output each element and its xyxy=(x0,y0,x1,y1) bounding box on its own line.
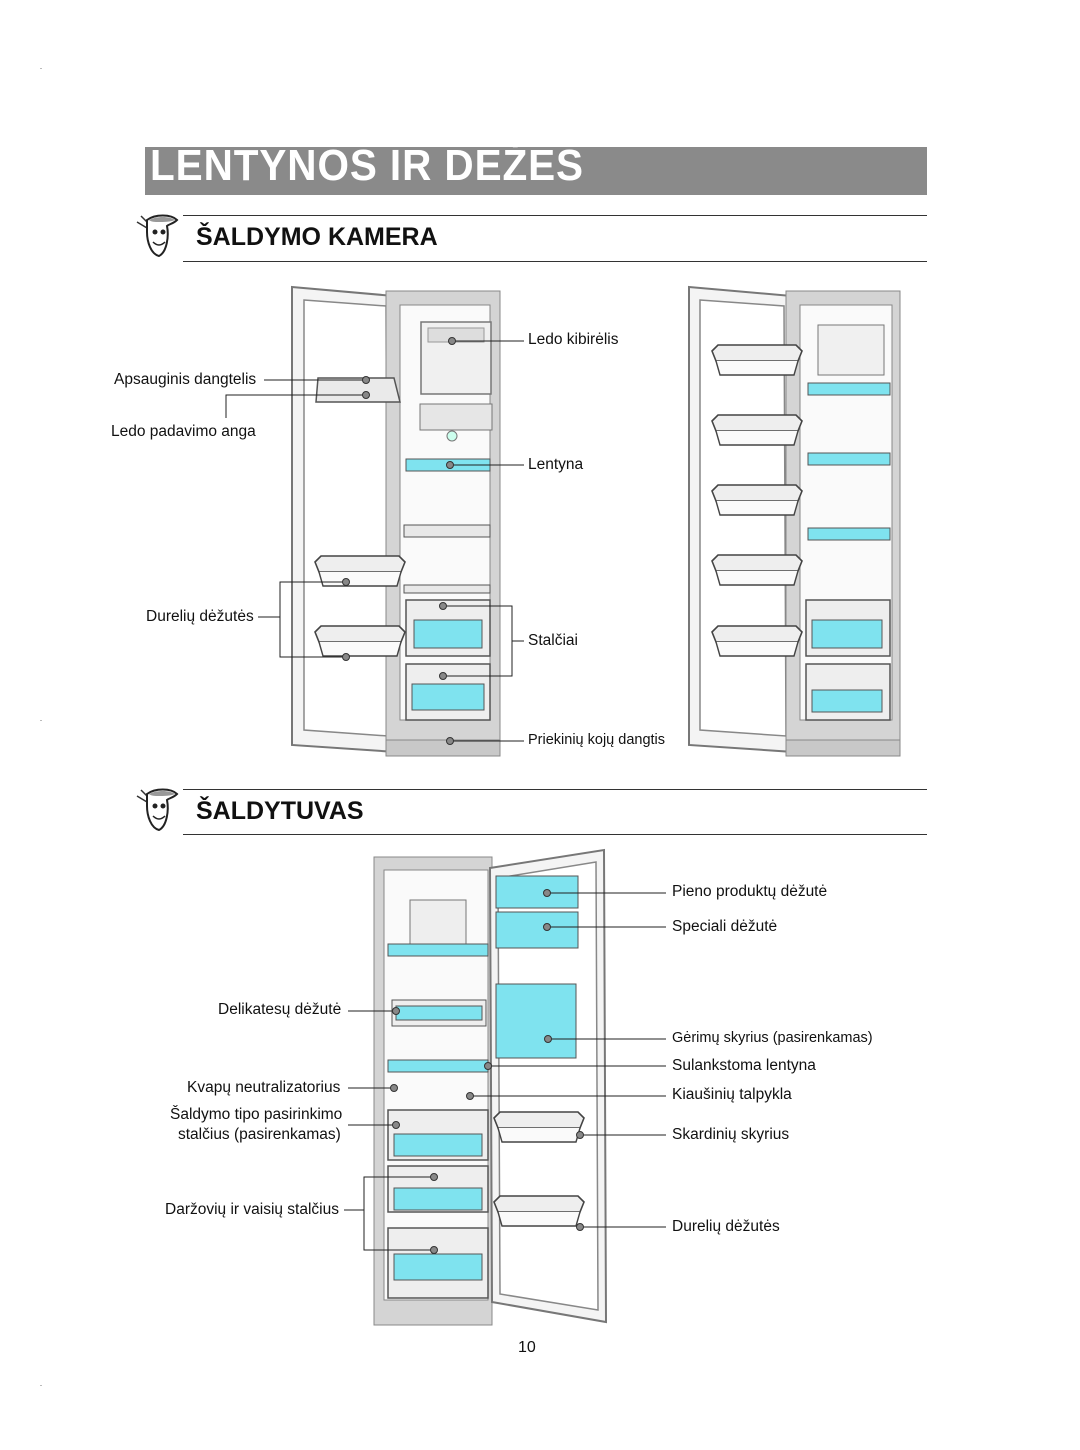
margin-tick xyxy=(40,1385,42,1386)
fridge-cabinet xyxy=(373,856,493,1326)
margin-tick xyxy=(40,68,42,69)
label-dairy: Pieno produktų dėžutė xyxy=(672,883,828,900)
label-ice-bucket: Ledo kibirėlis xyxy=(528,331,619,348)
label-foot-cover: Priekinių kojų dangtis xyxy=(528,732,666,748)
label-deodorizer: Kvapų neutralizatorius xyxy=(187,1079,341,1096)
label-beverage: Gėrimų skyrius (pasirenkamas) xyxy=(672,1030,873,1046)
label-deli: Delikatesų dėžutė xyxy=(218,1001,342,1018)
label-drawers: Stalčiai xyxy=(528,632,578,649)
label-veg: Daržovių ir vaisių stalčius xyxy=(165,1201,339,1218)
section-rule-bottom xyxy=(183,261,927,262)
label-cooling-select-line1: Šaldymo tipo pasirinkimo xyxy=(170,1106,343,1123)
section-title-freezer: ŠALDYMO KAMERA xyxy=(196,223,438,251)
mascot-icon xyxy=(136,788,179,832)
label-door-bins-fridge: Durelių dėžutės xyxy=(672,1218,780,1235)
page-title: LENTYNOS IR DĖŽĖS xyxy=(150,141,584,190)
label-shelf: Lentyna xyxy=(528,456,584,473)
section-rule-top xyxy=(183,215,927,216)
label-ice-chute: Ledo padavimo anga xyxy=(111,423,256,440)
mascot-icon xyxy=(136,214,179,258)
label-cooling-select-line2: stalčius (pasirenkamas) xyxy=(178,1126,341,1143)
freezer-door-alt xyxy=(688,285,901,757)
section-rule-bottom xyxy=(183,834,927,835)
margin-tick xyxy=(40,720,42,721)
section-rule-top xyxy=(183,789,927,790)
label-cans: Skardinių skyrius xyxy=(672,1126,790,1143)
freezer-door xyxy=(291,285,398,754)
label-protective-cover: Apsauginis dangtelis xyxy=(114,371,257,388)
section-title-fridge: ŠALDYTUVAS xyxy=(196,797,364,825)
title-band xyxy=(145,147,927,195)
label-folding-shelf: Sulankstoma lentyna xyxy=(672,1057,816,1074)
label-egg: Kiaušinių talpykla xyxy=(672,1086,792,1103)
label-special: Speciali dėžutė xyxy=(672,918,778,935)
page-number: 10 xyxy=(518,1339,536,1356)
label-door-bins: Durelių dėžutės xyxy=(146,608,254,625)
fridge-door xyxy=(488,848,608,1324)
